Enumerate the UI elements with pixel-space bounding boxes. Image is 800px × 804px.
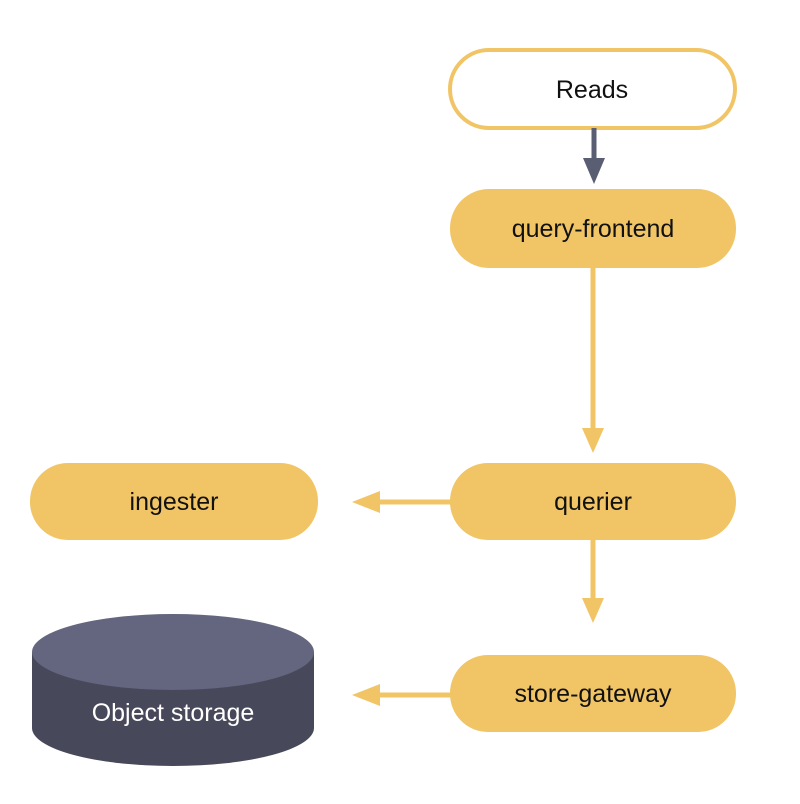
edge-querier-to-ingester-arrowhead-icon: [352, 491, 380, 513]
store-gateway-node-label: store-gateway: [514, 680, 672, 708]
edge-store-gateway-to-object-storage-arrowhead-icon: [352, 684, 380, 706]
edge-querier-to-store-gateway-arrowhead-icon: [582, 598, 604, 623]
store-gateway-node: [450, 655, 736, 732]
querier-node: [450, 463, 736, 540]
query-frontend-node: [450, 189, 736, 268]
query-frontend-node-label: query-frontend: [512, 215, 675, 243]
ingester-node: [30, 463, 318, 540]
edge-reads-to-query-frontend-arrowhead-icon: [583, 158, 605, 184]
object-storage-node: Object storage: [32, 614, 314, 766]
edge-query-frontend-to-querier-arrowhead-icon: [582, 428, 604, 453]
ingester-node-label: ingester: [130, 488, 219, 516]
object-storage-cylinder-top: [32, 614, 314, 690]
reads-node-label: Reads: [556, 76, 628, 104]
querier-node-label: querier: [554, 488, 632, 516]
object-storage-node-label: Object storage: [92, 699, 255, 727]
